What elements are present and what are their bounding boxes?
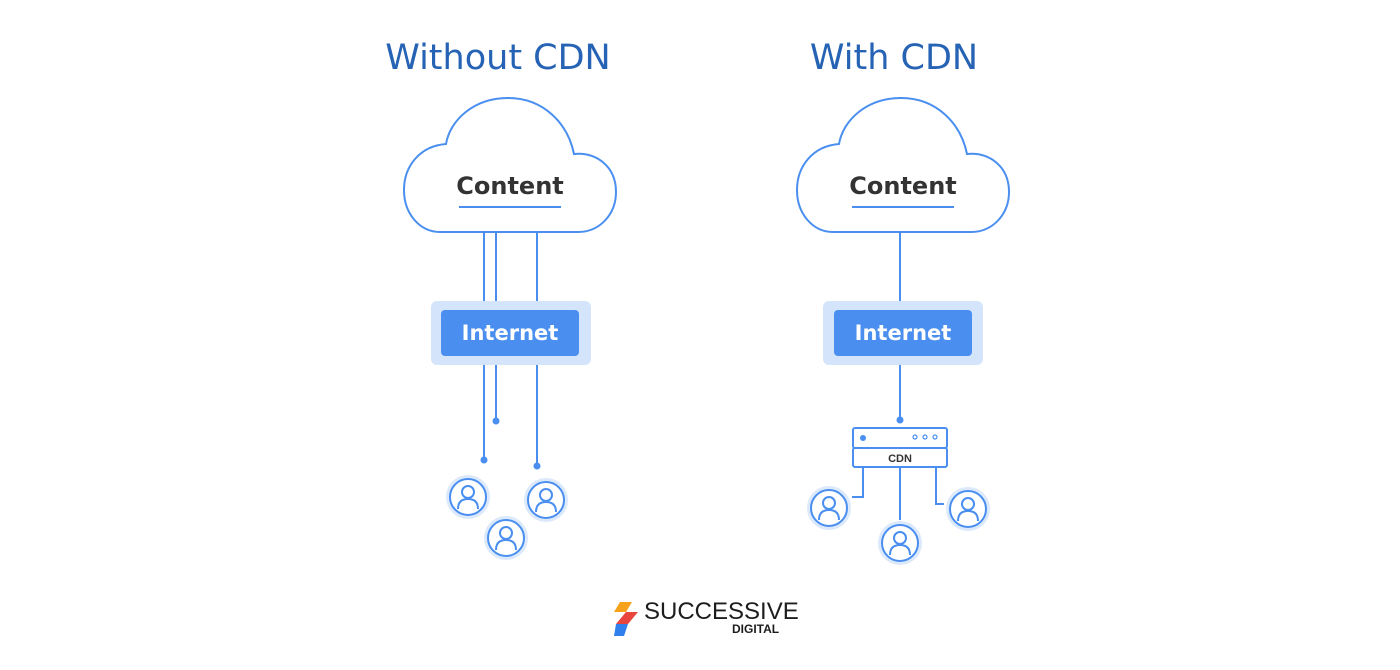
- cdn-label: CDN: [888, 453, 912, 465]
- logo-subtext: DIGITAL: [732, 622, 780, 636]
- internet-box-left: [441, 310, 579, 356]
- content-label-right: Content: [849, 172, 957, 200]
- without-cdn-title: Without CDN: [385, 38, 611, 78]
- with-cdn-title: With CDN: [809, 38, 979, 78]
- right-panel: Content Internet CDN: [795, 96, 1011, 566]
- user-icon: [877, 520, 923, 566]
- logo-mark-icon: [614, 602, 638, 636]
- user-icon: [445, 474, 491, 520]
- user-icon: [483, 515, 529, 561]
- content-label-left: Content: [456, 172, 564, 200]
- content-cloud-right: [795, 96, 1011, 233]
- left-panel: Content Internet: [402, 96, 618, 561]
- endpoint-dot: [533, 462, 541, 470]
- content-cloud-left: [402, 96, 618, 233]
- line-cdn-user-left: [852, 467, 864, 498]
- line-cdn-user-right: [935, 467, 944, 505]
- endpoint-dot: [480, 456, 488, 464]
- endpoint-dot: [492, 417, 500, 425]
- user-icon: [945, 486, 991, 532]
- internet-box-right: [834, 310, 972, 356]
- logo-wordmark: SUCCESSIVE: [644, 598, 799, 625]
- internet-label-right: Internet: [855, 321, 952, 345]
- endpoint-dot: [896, 416, 904, 424]
- successive-digital-logo: SUCCESSIVE DIGITAL: [614, 598, 799, 640]
- user-icon: [523, 477, 569, 523]
- user-icon: [806, 485, 852, 531]
- internet-label-left: Internet: [462, 321, 559, 345]
